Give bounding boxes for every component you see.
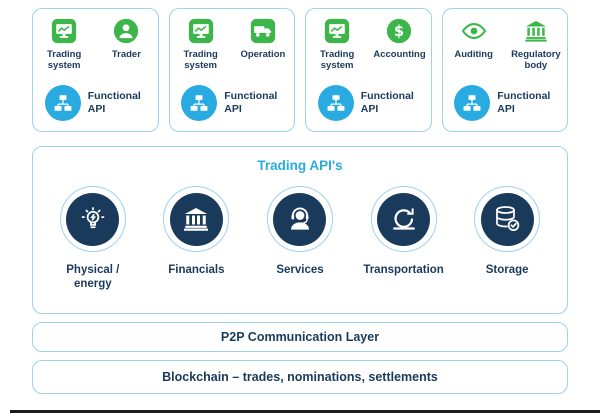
transport-cycle-icon bbox=[377, 192, 431, 246]
p2p-communication-layer: P2P Communication Layer bbox=[32, 322, 568, 352]
functional-api-label: Functional API bbox=[497, 89, 551, 115]
api-item-label: Transportation bbox=[363, 264, 444, 276]
member-trader: Trader bbox=[95, 18, 157, 71]
group-members: Auditing Regulatory body bbox=[443, 18, 568, 71]
functional-api: Functional API bbox=[454, 85, 555, 121]
functional-api: Functional API bbox=[317, 85, 419, 121]
group-regulators: Auditing Regulatory body Functional API bbox=[441, 8, 568, 132]
functional-api-label: Functional API bbox=[87, 89, 141, 115]
sitemap-icon bbox=[181, 85, 218, 121]
functional-api: Functional API bbox=[44, 85, 146, 121]
stakeholder-groups-row: Trading system Trader Functional API Tr bbox=[32, 8, 568, 132]
group-members: Trading system $ Accounting bbox=[306, 18, 431, 71]
trading-api-items: Physical / energy Financials Services bbox=[33, 186, 567, 292]
api-item-label: Services bbox=[276, 264, 324, 276]
member-label: Trading system bbox=[46, 49, 82, 72]
group-operations: Trading system Operation Functional API bbox=[168, 8, 295, 132]
icon-ring bbox=[474, 186, 541, 252]
group-accounting: Trading system $ Accounting Functional A… bbox=[305, 8, 432, 132]
trading-apis-title: Trading API's bbox=[257, 158, 343, 173]
group-members: Trading system Operation bbox=[170, 18, 295, 71]
trading-system-icon bbox=[324, 18, 350, 44]
icon-ring bbox=[163, 186, 230, 252]
member-label: Auditing bbox=[454, 49, 493, 60]
member-label: Trader bbox=[111, 49, 141, 60]
operation-icon bbox=[250, 18, 276, 44]
bank-icon bbox=[169, 192, 223, 246]
trader-icon bbox=[113, 18, 139, 44]
member-label: Accounting bbox=[373, 49, 426, 60]
lightbulb-energy-icon bbox=[66, 192, 120, 246]
trading-system-icon bbox=[188, 18, 214, 44]
api-item-label: Physical / energy bbox=[66, 264, 120, 291]
api-item-storage: Storage bbox=[457, 186, 557, 292]
member-trading-system: Trading system bbox=[306, 18, 368, 71]
api-item-label: Storage bbox=[485, 264, 529, 276]
trading-apis-box: Trading API's Physical / energy Financia… bbox=[32, 146, 568, 314]
icon-ring bbox=[266, 186, 333, 252]
p2p-layer-label: P2P Communication Layer bbox=[220, 330, 380, 344]
blockchain-layer: Blockchain – trades, nominations, settle… bbox=[32, 360, 568, 394]
sitemap-icon bbox=[317, 85, 354, 121]
member-trading-system: Trading system bbox=[170, 18, 232, 71]
support-agent-icon bbox=[273, 192, 327, 246]
bottom-rule bbox=[10, 410, 600, 413]
auditing-icon bbox=[461, 18, 487, 44]
member-label: Regulatory body bbox=[511, 49, 561, 72]
member-trading-system: Trading system bbox=[33, 18, 95, 71]
api-item-financials: Financials bbox=[146, 186, 246, 292]
api-item-label: Financials bbox=[168, 264, 225, 276]
api-item-physical-energy: Physical / energy bbox=[43, 186, 143, 292]
regulatory-body-icon bbox=[523, 18, 549, 44]
accounting-icon: $ bbox=[386, 18, 412, 44]
functional-api-label: Functional API bbox=[360, 89, 414, 115]
functional-api-label: Functional API bbox=[224, 89, 278, 115]
member-auditing: Auditing bbox=[443, 18, 505, 71]
member-label: Trading system bbox=[183, 49, 218, 72]
api-item-transportation: Transportation bbox=[354, 186, 454, 292]
member-label: Trading system bbox=[319, 49, 355, 72]
member-label: Operation bbox=[240, 49, 286, 60]
icon-ring bbox=[370, 186, 437, 252]
database-check-icon bbox=[480, 192, 534, 246]
member-accounting: $ Accounting bbox=[368, 18, 430, 71]
sitemap-icon bbox=[454, 85, 491, 121]
member-operation: Operation bbox=[232, 18, 294, 71]
svg-text:$: $ bbox=[394, 23, 404, 40]
api-item-services: Services bbox=[250, 186, 350, 292]
icon-ring bbox=[59, 186, 126, 252]
sitemap-icon bbox=[44, 85, 81, 121]
group-members: Trading system Trader bbox=[33, 18, 158, 71]
trading-system-icon bbox=[51, 18, 77, 44]
functional-api: Functional API bbox=[181, 85, 282, 121]
member-regulatory-body: Regulatory body bbox=[505, 18, 567, 71]
blockchain-layer-label: Blockchain – trades, nominations, settle… bbox=[162, 370, 438, 384]
group-trading-desk: Trading system Trader Functional API bbox=[32, 8, 159, 132]
